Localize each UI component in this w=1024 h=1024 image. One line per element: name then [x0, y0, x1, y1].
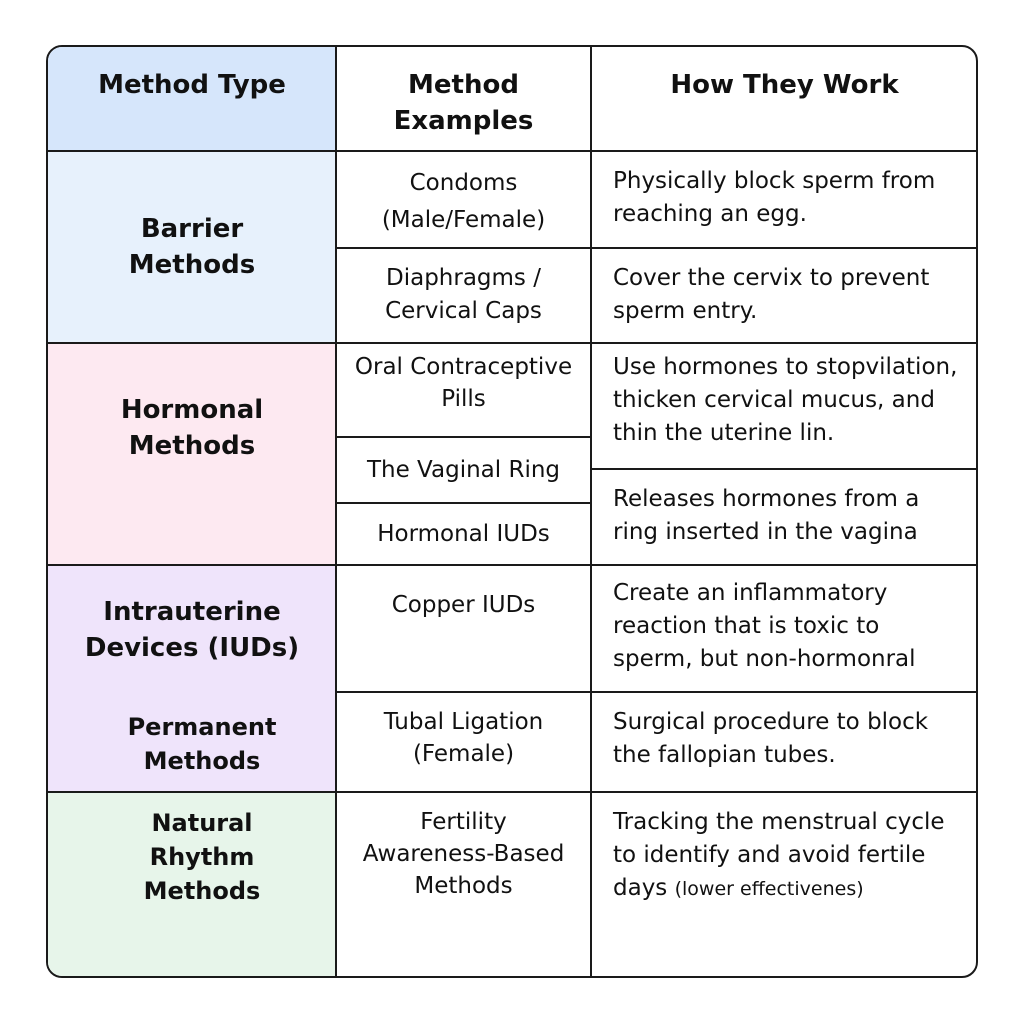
- desc-ring-text: Releases hormones from a ring inserted i…: [613, 486, 920, 545]
- divider-hormonal-desc: [591, 468, 976, 470]
- example-pills-label: Oral Contraceptive Pills: [354, 354, 573, 412]
- header-method-type-label: Method Type: [98, 70, 286, 100]
- contraception-table: Method Type Method Examples How They Wor…: [46, 45, 978, 978]
- example-diaphragms-label: Diaphragms / Cervical Caps: [385, 265, 542, 324]
- group-barrier-label: Barrier Methods: [128, 214, 256, 280]
- example-diaphragms: Diaphragms / Cervical Caps: [336, 248, 591, 343]
- example-hormonal-iud: Hormonal IUDs: [336, 503, 591, 565]
- desc-condoms-text: Physically block sperm from reaching an …: [613, 168, 936, 227]
- desc-fertility: Tracking the menstrual cycle to identify…: [591, 792, 976, 976]
- example-condoms: Condoms (Male/Female): [336, 151, 591, 248]
- desc-diaphragms: Cover the cervix to prevent sperm entry.: [591, 248, 976, 343]
- group-barrier: Barrier Methods: [48, 151, 336, 343]
- desc-tubal-text: Surgical procedure to block the fallopia…: [613, 709, 929, 768]
- example-fertility: Fertility Awareness-Based Methods: [336, 792, 591, 976]
- hormonal-bg: [48, 343, 336, 565]
- desc-fertility-note: (lower effectivenes): [674, 878, 864, 900]
- header-how-they-work: How They Work: [591, 47, 976, 151]
- example-copper-iud-label: Copper IUDs: [391, 592, 536, 618]
- divider-hormonal-end: [48, 564, 976, 566]
- desc-ring: Releases hormones from a ring inserted i…: [591, 469, 976, 565]
- divider-barrier-sub: [336, 247, 976, 249]
- example-copper-iud: Copper IUDs: [336, 565, 591, 692]
- divider-ring-sub: [336, 502, 591, 504]
- group-permanent: Permanent Methods: [58, 695, 346, 792]
- barrier-bg: [48, 151, 336, 343]
- example-tubal-label: Tubal Ligation (Female): [383, 709, 544, 767]
- example-fertility-label: Fertility Awareness-Based Methods: [362, 809, 565, 899]
- header-how-they-work-label: How They Work: [670, 70, 899, 100]
- divider-pills-sub: [336, 436, 591, 438]
- example-tubal: Tubal Ligation (Female): [336, 692, 591, 792]
- iud-bg: [48, 565, 336, 792]
- header-method-examples: Method Examples: [336, 47, 591, 151]
- divider-permanent-end: [48, 791, 976, 793]
- desc-diaphragms-text: Cover the cervix to prevent sperm entry.: [613, 265, 930, 324]
- example-ring: The Vaginal Ring: [336, 437, 591, 503]
- header-method-type: Method Type: [48, 47, 336, 151]
- group-permanent-label: Permanent Methods: [127, 712, 277, 775]
- divider-col-1: [335, 47, 337, 976]
- group-hormonal-label: Hormonal Methods: [120, 395, 264, 461]
- desc-fertility-text: Tracking the menstrual cycle to identify…: [613, 809, 945, 901]
- example-pills: Oral Contraceptive Pills: [336, 343, 591, 437]
- example-ring-label: The Vaginal Ring: [366, 456, 561, 483]
- desc-copper-iud-text: Create an inflammatory reaction that is …: [613, 580, 916, 672]
- example-hormonal-iud-label: Hormonal IUDs: [377, 520, 550, 547]
- desc-condoms: Physically block sperm from reaching an …: [591, 151, 976, 248]
- group-natural: Natural Rhythm Methods: [58, 792, 346, 922]
- divider-header: [48, 150, 976, 152]
- desc-hormonal-text: Use hormones to stopvilation, thicken ce…: [613, 354, 958, 446]
- divider-col-2: [590, 47, 592, 976]
- divider-barrier-end: [48, 342, 976, 344]
- header-method-examples-label: Method Examples: [393, 70, 534, 136]
- natural-bg: [48, 792, 336, 976]
- desc-tubal: Surgical procedure to block the fallopia…: [591, 692, 976, 792]
- group-iud: Intrauterine Devices (IUDs): [48, 565, 336, 695]
- desc-copper-iud: Create an inflammatory reaction that is …: [591, 565, 976, 692]
- group-natural-label: Natural Rhythm Methods: [143, 809, 261, 905]
- divider-copper-end: [336, 691, 976, 693]
- desc-hormonal: Use hormones to stopvilation, thicken ce…: [591, 343, 976, 469]
- group-iud-label: Intrauterine Devices (IUDs): [84, 597, 300, 663]
- group-hormonal: Hormonal Methods: [48, 343, 336, 513]
- example-condoms-label: Condoms (Male/Female): [381, 170, 546, 233]
- header-type-bg: [48, 47, 336, 151]
